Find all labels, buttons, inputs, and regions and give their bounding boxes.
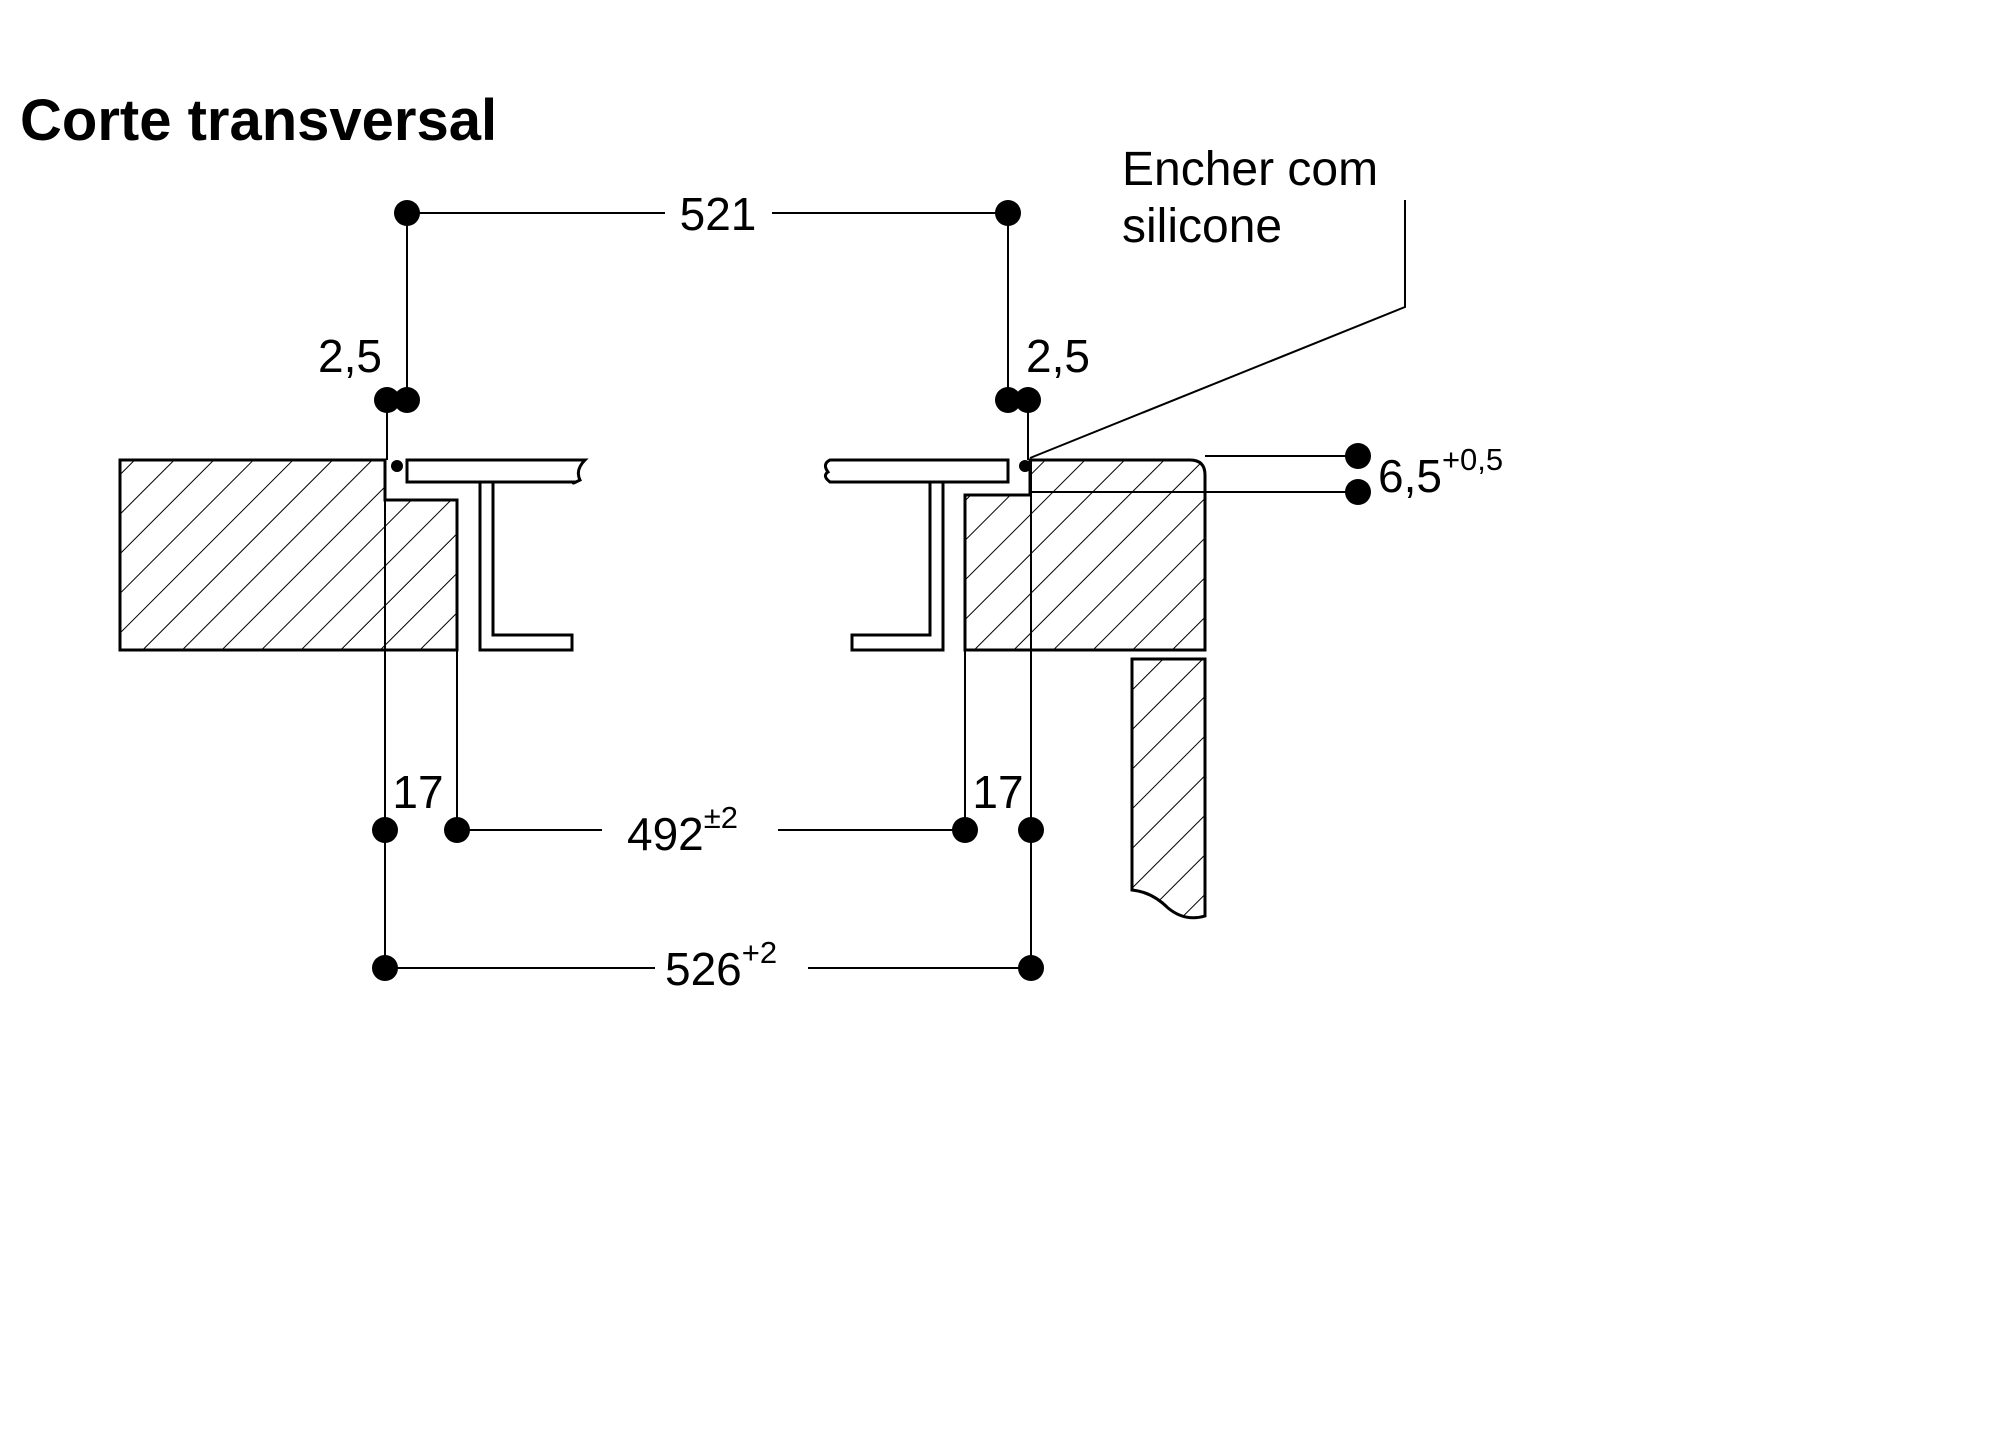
left-hob-plate <box>405 458 589 485</box>
dim-frame-right-label: 17 <box>972 766 1023 818</box>
dim-outer-left-dot <box>372 955 398 981</box>
cabinet-side-panel <box>1130 657 1207 920</box>
right-hob-plate <box>823 458 1010 484</box>
dim-521-label: 521 <box>680 188 757 240</box>
dim-521-left-dot <box>394 200 420 226</box>
dim-outer-right-dot <box>1018 955 1044 981</box>
dim-depth-dot-b <box>1345 479 1371 505</box>
dim-gap-right-dot-a <box>995 387 1021 413</box>
dim-gap-left-label: 2,5 <box>318 330 382 382</box>
dim-outer-label: 526+2 <box>665 935 777 995</box>
dim-521-right-dot <box>995 200 1021 226</box>
dim-frame-left-dot-a <box>372 817 398 843</box>
dim-gap-left-dot-a <box>374 387 400 413</box>
silicone-left-dot <box>391 460 403 472</box>
silicone-leader-line <box>1029 200 1406 459</box>
dim-gap-left-dot-b <box>394 387 420 413</box>
dim-depth-dot-a <box>1345 443 1371 469</box>
dim-inner-label: 492±2 <box>627 800 738 860</box>
dim-frame-right-dot-b <box>1018 817 1044 843</box>
right-countertop <box>963 458 1207 652</box>
dim-gap-right-dot-b <box>1015 387 1041 413</box>
left-countertop <box>118 458 459 652</box>
silicone-note-line1: Encher com <box>1122 143 1378 196</box>
dim-frame-left-label: 17 <box>392 766 443 818</box>
right-hob-frame <box>850 480 945 652</box>
silicone-note-line2: silicone <box>1122 200 1282 253</box>
page-title: Corte transversal <box>20 88 497 153</box>
left-hob-frame <box>478 480 574 652</box>
dim-depth-label: 6,5+0,5 <box>1378 442 1503 502</box>
silicone-right-dot <box>1019 460 1031 472</box>
dim-gap-right-label: 2,5 <box>1026 330 1090 382</box>
